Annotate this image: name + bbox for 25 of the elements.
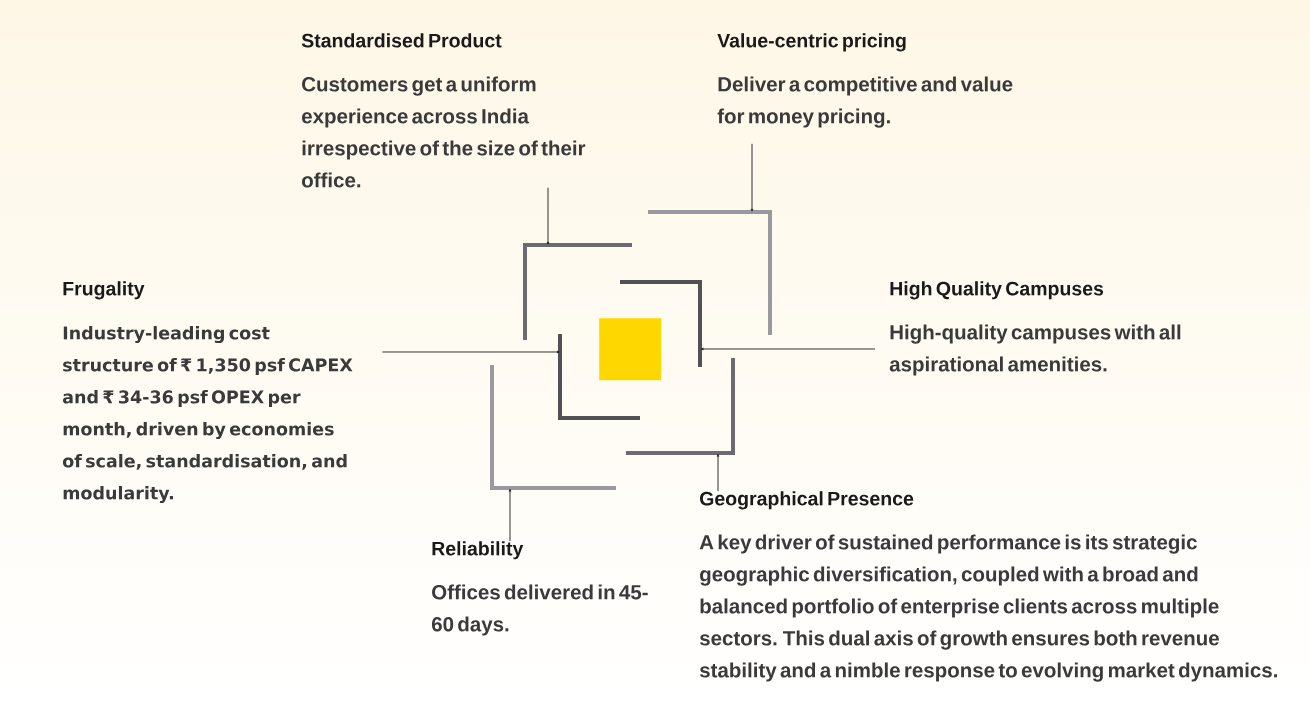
- description: A key driver of sustained performance is its strategic geographic diversification, coupled with a broad and balanced portfolio of enterprise clients across multiple sectors. This dual axis of growth ensures both revenue stability and a nimble response to evolving market dynamics.: [699, 534, 1277, 682]
- bracket-shape: [648, 210, 772, 335]
- description: Deliver a competitive and value for money pricing.: [717, 76, 1013, 128]
- heading: Value-centric pricing: [717, 33, 906, 52]
- square: [599, 318, 662, 381]
- heading: Geographical Presence: [700, 491, 914, 510]
- heading: Reliability: [432, 541, 524, 560]
- leader-line: [716, 453, 720, 492]
- description: Offices delivered in 45-60 days.: [431, 584, 648, 636]
- leader-line: [381, 350, 560, 354]
- bracket-shape: [523, 243, 632, 340]
- heading: Frugality: [63, 281, 145, 300]
- bracket-shape: [558, 334, 640, 420]
- description: Industry-leading cost structure of ₹ 1,350 psf CAPEX and ₹ 34-36 psf OPEX per month, driven by economies of scale, standardisation, and modularity.: [62, 326, 353, 504]
- leader-line: [750, 143, 754, 212]
- leader-line: [700, 347, 876, 351]
- heading: High Quality Campuses: [890, 281, 1104, 300]
- leader-line: [546, 187, 550, 245]
- bracket-shape: [620, 280, 702, 367]
- leader-line: [508, 488, 512, 542]
- bracket-shape: [626, 358, 735, 455]
- bracket-shape: [490, 365, 616, 490]
- description: High-quality campuses with all aspirational amenities.: [889, 324, 1181, 376]
- description: Customers get a uniform experience across India irrespective of the size of their office.: [302, 76, 586, 188]
- heading: Standardised Product: [301, 33, 502, 48]
